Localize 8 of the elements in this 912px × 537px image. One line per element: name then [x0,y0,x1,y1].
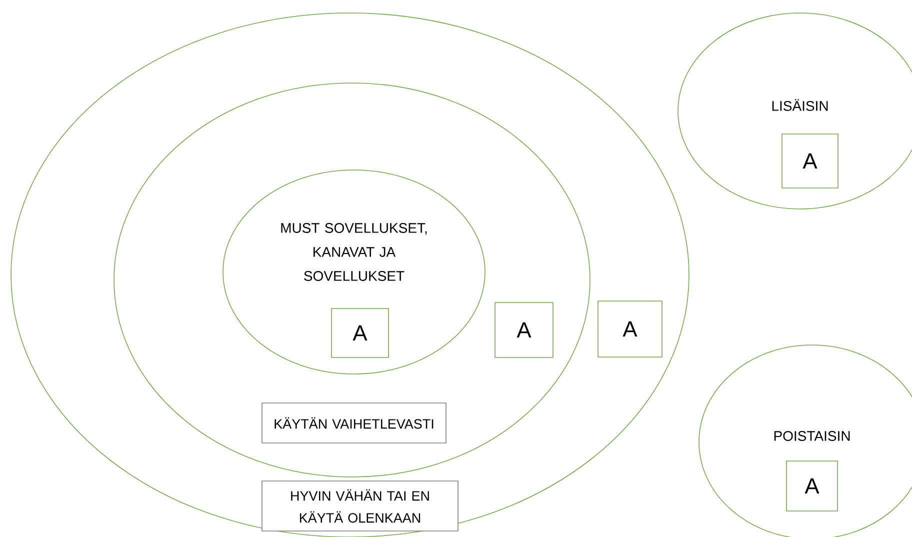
ellipse [114,82,590,478]
letter-box: A [331,308,389,358]
letter-box: A [598,300,662,358]
letter-box: A [786,460,838,512]
text-box: KÄYTÄN VAIHETLEVASTI [262,402,446,444]
letter-box: A [782,134,838,188]
letter-box: A [494,302,554,358]
ellipse [10,12,690,537]
